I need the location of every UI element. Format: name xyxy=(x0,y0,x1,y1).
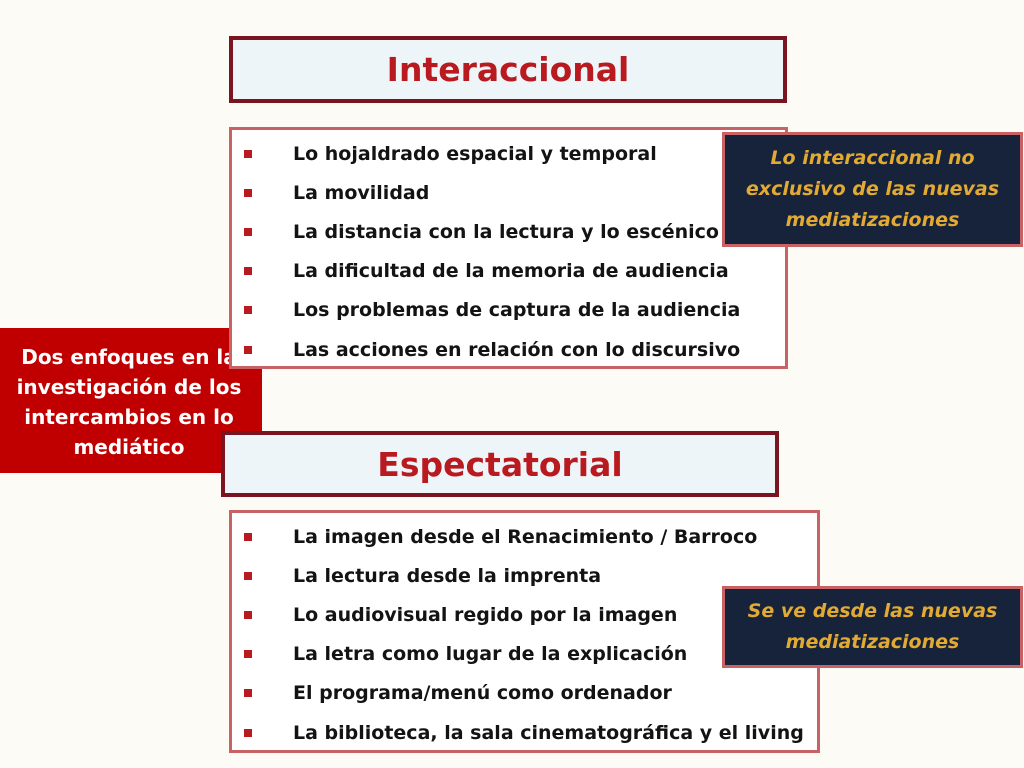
square-bullet-icon xyxy=(244,267,252,276)
note-line: Lo interaccional no xyxy=(770,147,975,169)
square-bullet-icon xyxy=(244,345,252,354)
square-bullet-icon xyxy=(244,149,252,158)
list-item: La imagen desde el Renacimiento / Barroc… xyxy=(238,517,817,556)
list-item-text: La movilidad xyxy=(293,181,430,204)
list-item-text: La dificultad de la memoria de audiencia xyxy=(293,260,729,283)
note-line: exclusivo de las nuevas xyxy=(745,178,1000,200)
list-item-text: La lectura desde la imprenta xyxy=(293,564,602,587)
central-concept-box: Dos enfoques en la investigación de los … xyxy=(0,328,262,473)
square-bullet-icon xyxy=(244,610,252,619)
interaccional-list: Lo hojaldrado espacial y temporal La mov… xyxy=(229,127,788,369)
list-item-text: La imagen desde el Renacimiento / Barroc… xyxy=(293,525,758,548)
espectatorial-note: Se ve desde las nuevas mediatizaciones xyxy=(722,586,1023,668)
list-item-text: Lo audiovisual regido por la imagen xyxy=(293,603,678,626)
interaccional-title: Interaccional xyxy=(229,36,787,103)
list-item: Los problemas de captura de la audiencia xyxy=(238,291,785,330)
list-item: Las acciones en relación con lo discursi… xyxy=(238,330,785,369)
list-item-text: Los problemas de captura de la audiencia xyxy=(293,299,741,322)
square-bullet-icon xyxy=(244,306,252,315)
note-line: mediatizaciones xyxy=(785,209,960,231)
central-concept-line: Dos enfoques en la xyxy=(21,345,237,369)
espectatorial-list: La imagen desde el Renacimiento / Barroc… xyxy=(229,510,820,753)
list-item-text: Lo hojaldrado espacial y temporal xyxy=(293,142,657,165)
list-item: Lo audiovisual regido por la imagen xyxy=(238,595,817,634)
square-bullet-icon xyxy=(244,728,252,737)
list-item-text: La biblioteca, la sala cinematográfica y… xyxy=(293,721,804,744)
square-bullet-icon xyxy=(244,571,252,580)
list-item: La dificultad de la memoria de audiencia xyxy=(238,252,785,291)
list-item: La distancia con la lectura y lo escénic… xyxy=(238,212,785,251)
list-item-text: La distancia con la lectura y lo escénic… xyxy=(293,220,719,243)
interaccional-note: Lo interaccional no exclusivo de las nue… xyxy=(722,132,1023,247)
square-bullet-icon xyxy=(244,532,252,541)
list-item-text: El programa/menú como ordenador xyxy=(293,682,672,705)
list-item: La letra como lugar de la explicación xyxy=(238,635,817,674)
list-item: El programa/menú como ordenador xyxy=(238,674,817,713)
central-concept-line: investigación de los xyxy=(16,375,242,399)
list-item: La biblioteca, la sala cinematográfica y… xyxy=(238,713,817,752)
list-item: La movilidad xyxy=(238,173,785,212)
list-item: La lectura desde la imprenta xyxy=(238,556,817,595)
list-item-text: La letra como lugar de la explicación xyxy=(293,643,688,666)
list-item-text: Las acciones en relación con lo discursi… xyxy=(293,338,741,361)
central-concept-line: intercambios en lo xyxy=(24,405,234,429)
note-line: mediatizaciones xyxy=(785,631,960,653)
list-item: Lo hojaldrado espacial y temporal xyxy=(238,134,785,173)
central-concept-line: mediático xyxy=(73,435,185,459)
square-bullet-icon xyxy=(244,188,252,197)
square-bullet-icon xyxy=(244,689,252,698)
square-bullet-icon xyxy=(244,650,252,659)
espectatorial-title: Espectatorial xyxy=(221,431,779,497)
square-bullet-icon xyxy=(244,227,252,236)
note-line: Se ve desde las nuevas xyxy=(747,600,998,622)
